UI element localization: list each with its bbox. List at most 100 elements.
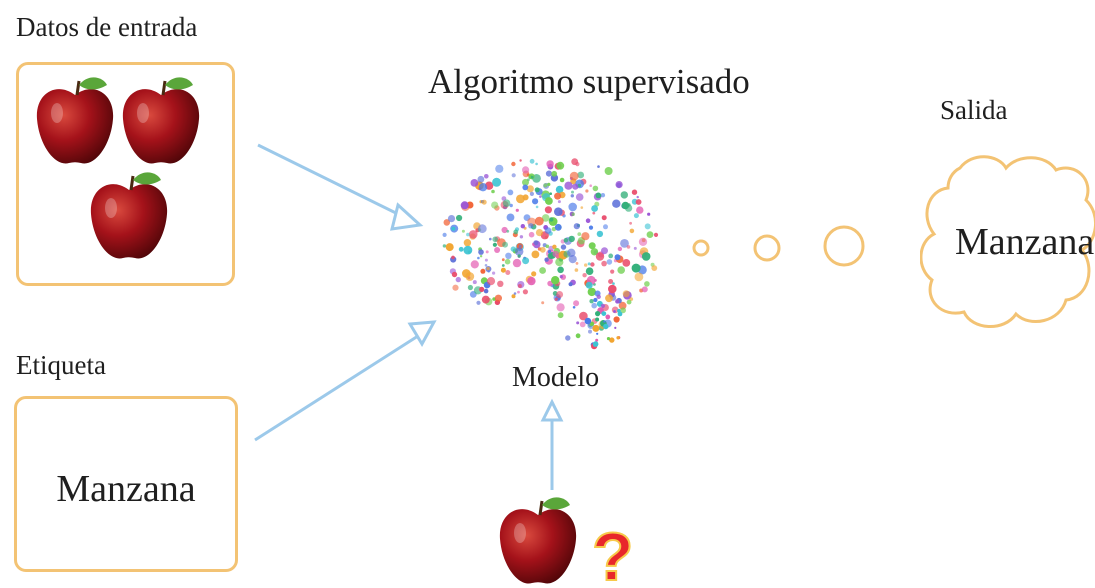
brain-dot [571,190,574,194]
brain-dot [560,244,567,250]
brain-dot [544,227,552,234]
brain-dot [470,260,479,269]
brain-dot [501,226,508,234]
brain-dot [554,223,562,231]
brain-dot [478,183,488,192]
brain-dot [638,237,648,246]
brain-dot [588,242,596,250]
brain-dot [506,213,515,222]
brain-dot [522,166,530,174]
brain-dot [535,205,539,209]
brain-dot [526,185,534,193]
brain-dot [595,252,605,261]
brain-dot [505,270,511,275]
brain-dot [624,204,633,212]
brain-dot [603,323,609,330]
brain-dot [620,307,626,314]
brain-dot [612,282,615,285]
brain-dot [518,244,522,248]
brain-dot [556,303,565,312]
brain-dot [528,231,535,238]
apple-icon [90,172,168,259]
brain-dot [535,162,538,166]
brain-dot [570,194,574,198]
input-data-box [16,62,235,286]
brain-dot [571,158,579,166]
brain-dot [517,254,521,258]
brain-dot [486,277,496,286]
input-data-label: Datos de entrada [16,12,198,42]
brain-dot [489,237,492,241]
brain-dot [622,259,631,267]
brain-dot [587,287,596,297]
brain-dot [479,255,483,258]
brain-dot [442,232,447,237]
brain-dot [492,271,496,275]
brain-dot [522,178,529,186]
brain-dot [575,262,579,265]
brain-dot [466,232,470,237]
brain-dot [575,193,584,201]
brain-dot [545,244,550,249]
brain-dot [603,224,608,230]
brain-dot [515,208,519,212]
brain-dot [595,338,599,342]
brain-dot [458,246,464,252]
brain-dot [534,187,540,193]
brain-dot [584,317,592,325]
brain-dot [565,335,571,341]
brain-dot [634,272,644,282]
brain-dot [592,341,599,347]
brain-dot [483,288,489,294]
brain-dot [511,173,516,178]
brain-dot [554,207,563,216]
brain-dot [551,276,560,285]
brain-dot [604,167,613,175]
brain-dot [544,257,549,262]
brain-dot [631,263,641,273]
brain-model-icon [442,158,659,350]
brain-dot [615,181,623,189]
brain-dot [504,258,511,265]
model-label: Modelo [512,362,600,393]
brain-dot [617,311,623,317]
brain-dot [515,247,524,256]
brain-dot [443,219,451,226]
brain-dot [617,266,625,274]
brain-dot [571,212,575,216]
brain-dot [629,221,632,225]
brain-dot [501,258,505,262]
brain-dot [545,197,553,205]
brain-dot [629,228,635,234]
brain-dot [522,289,529,295]
brain-dot [641,252,651,261]
brain-dot [615,299,620,304]
algorithm-title: Algoritmo supervisado [428,62,750,101]
brain-dot [539,267,546,274]
brain-dot [484,258,488,262]
brain-dot [529,191,535,196]
brain-dot [544,206,553,214]
brain-dot [577,171,585,179]
brain-dot [585,218,591,223]
brain-dot [613,316,620,323]
brain-dot [494,247,501,253]
brain-dot [585,189,589,193]
brain-dot [557,200,561,204]
brain-dot [495,164,504,173]
brain-dot [608,284,617,294]
tag-value: Manzana [56,468,196,510]
brain-dot [481,199,487,205]
brain-dot [442,244,447,248]
brain-dot [547,182,551,186]
brain-dot [577,232,582,237]
brain-dot [633,213,639,219]
brain-dot [572,183,579,190]
brain-dot [487,270,490,273]
brain-dot [529,158,535,164]
brain-dot [455,276,461,283]
brain-dot [546,160,554,168]
brain-dot [492,242,497,247]
brain-dot [491,201,499,209]
brain-dot [477,175,485,183]
